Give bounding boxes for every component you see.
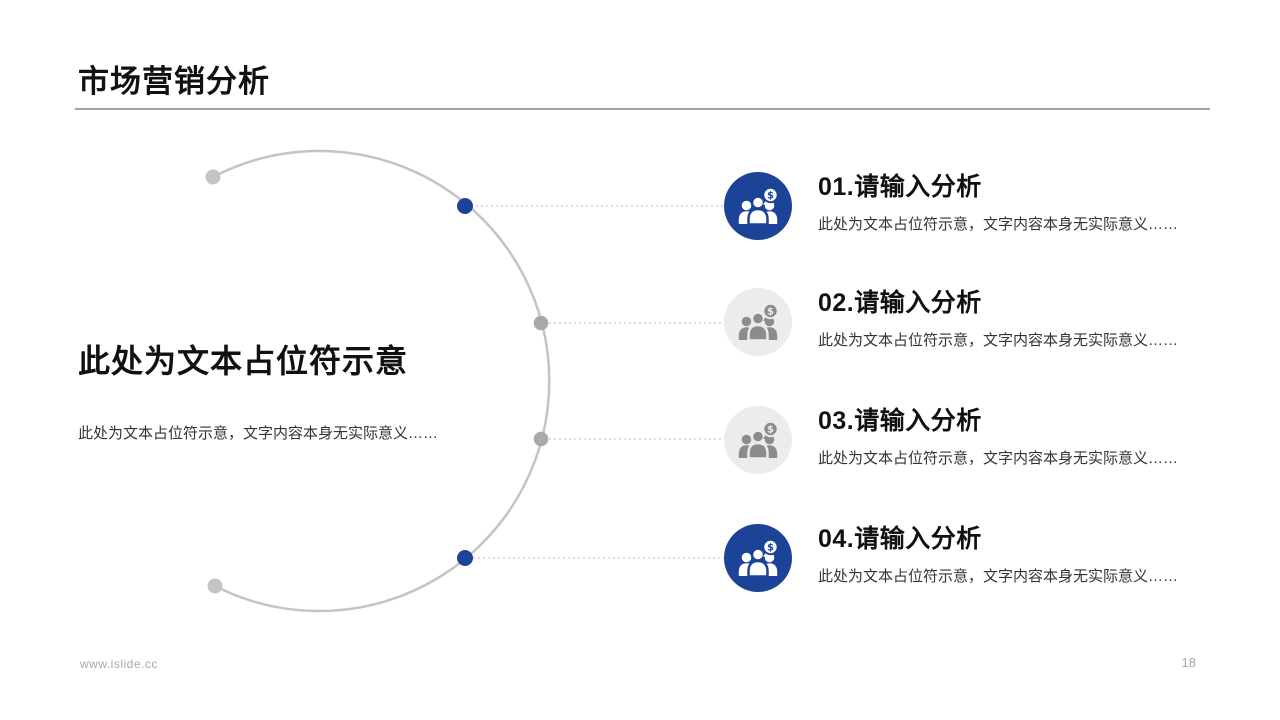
item-description: 此处为文本占位符示意，文字内容本身无实际意义…… — [818, 450, 1179, 467]
people-dollar-icon-graphic: $ — [738, 186, 779, 226]
item-text-block: 02.请输入分析 此处为文本占位符示意，文字内容本身无实际意义…… — [818, 288, 1178, 350]
arc-node-dot-4 — [457, 550, 473, 566]
item-description: 此处为文本占位符示意，文字内容本身无实际意义…… — [818, 332, 1179, 349]
people-dollar-icon-graphic: $ — [738, 538, 779, 578]
people-dollar-icon: $ — [724, 524, 792, 592]
arc-endpoint-dot-bottom — [207, 578, 223, 594]
analysis-item-3: $ 03.请输入分析 此处为文本占位符示意，文字内容本身无实际意义…… — [724, 406, 1184, 474]
people-dollar-icon-graphic: $ — [738, 420, 779, 460]
item-title: 02.请输入分析 — [818, 289, 982, 317]
item-description: 此处为文本占位符示意，文字内容本身无实际意义…… — [818, 568, 1179, 585]
item-text-block: 04.请输入分析 此处为文本占位符示意，文字内容本身无实际意义…… — [818, 524, 1178, 586]
arc-node-dot-3 — [533, 431, 549, 447]
arc-node-dot-1 — [457, 198, 473, 214]
arc-node-dot-2 — [533, 315, 549, 331]
left-heading: 此处为文本占位符示意 — [78, 343, 409, 379]
analysis-item-4: $ 04.请输入分析 此处为文本占位符示意，文字内容本身无实际意义…… — [724, 524, 1184, 592]
item-text-block: 01.请输入分析 此处为文本占位符示意，文字内容本身无实际意义…… — [818, 172, 1178, 234]
dollar-symbol: $ — [767, 191, 774, 202]
arc-endpoint-dot-top — [205, 169, 221, 185]
dollar-symbol: $ — [767, 307, 774, 318]
page-number: 18 — [1181, 655, 1196, 670]
item-text-block: 03.请输入分析 此处为文本占位符示意，文字内容本身无实际意义…… — [818, 406, 1178, 468]
item-title: 01.请输入分析 — [818, 173, 982, 201]
title-divider — [75, 108, 1210, 110]
item-description: 此处为文本占位符示意，文字内容本身无实际意义…… — [818, 216, 1179, 233]
people-dollar-icon: $ — [724, 288, 792, 356]
page-title: 市场营销分析 — [78, 64, 270, 99]
footer-website: www.islide.cc — [80, 657, 158, 671]
analysis-item-1: $ 01.请输入分析 此处为文本占位符示意，文字内容本身无实际意义…… — [724, 172, 1184, 240]
analysis-item-2: $ 02.请输入分析 此处为文本占位符示意，文字内容本身无实际意义…… — [724, 288, 1184, 356]
people-dollar-icon-graphic: $ — [738, 302, 779, 342]
dollar-symbol: $ — [767, 543, 774, 554]
dollar-symbol: $ — [767, 425, 774, 436]
left-description: 此处为文本占位符示意，文字内容本身无实际意义…… — [78, 425, 439, 442]
item-title: 04.请输入分析 — [818, 525, 982, 553]
item-title: 03.请输入分析 — [818, 407, 982, 435]
people-dollar-icon: $ — [724, 406, 792, 474]
people-dollar-icon: $ — [724, 172, 792, 240]
